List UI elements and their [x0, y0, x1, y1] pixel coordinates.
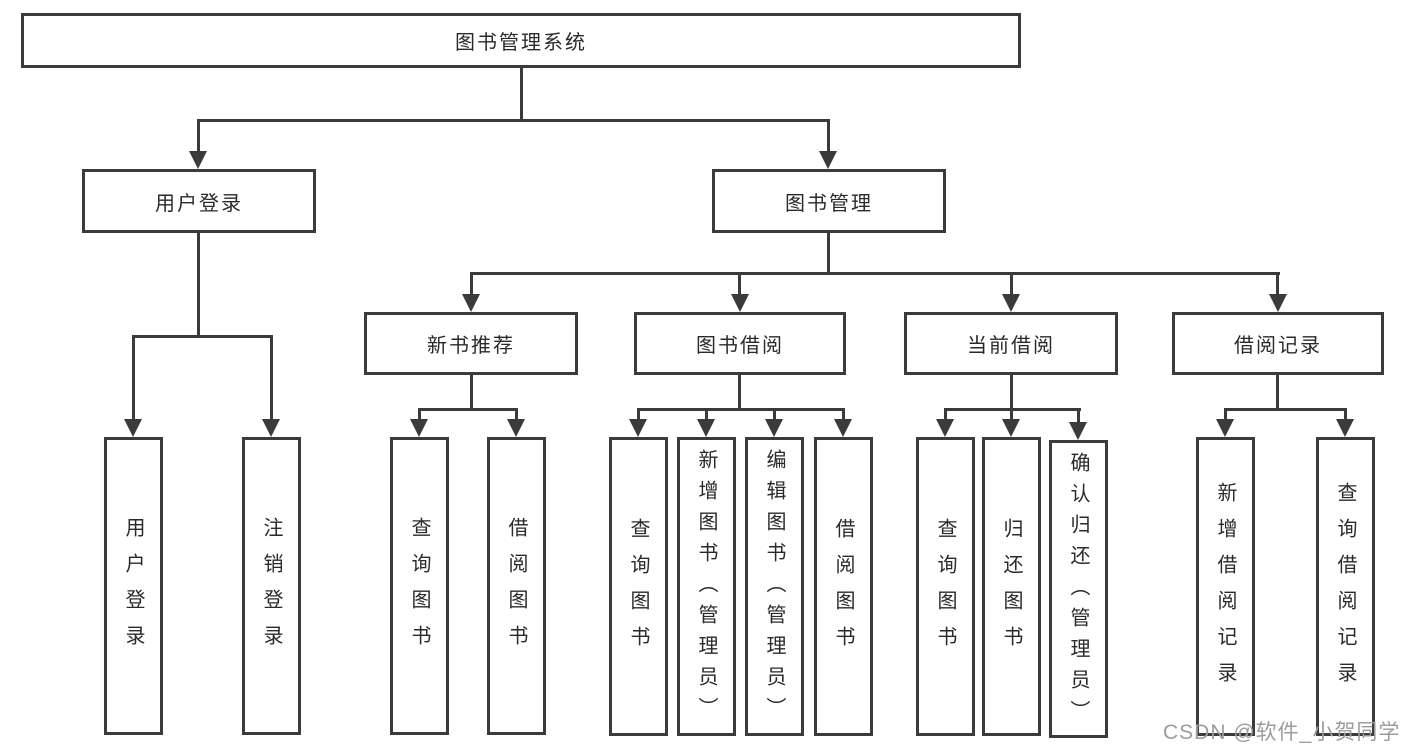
leaf-query-books-current: 查询图书 [916, 437, 975, 736]
arrow-down-icon [819, 151, 837, 169]
connector-line [738, 272, 741, 298]
connector-line [1344, 408, 1347, 422]
connector-line [197, 233, 200, 335]
arrow-down-icon [462, 294, 480, 312]
arrow-down-icon [936, 419, 954, 437]
leaf-add-borrow-record: 新增借阅记录 [1196, 437, 1255, 736]
node-book-borrow: 图书借阅 [634, 312, 846, 375]
arrow-down-icon [629, 419, 647, 437]
connector-line [1276, 272, 1279, 298]
connector-line [132, 335, 273, 338]
arrow-down-icon [124, 419, 142, 437]
arrow-down-icon [765, 419, 783, 437]
connector-line [637, 408, 640, 422]
leaf-logout: 注销登录 [242, 437, 301, 735]
leaf-borrow-books: 借阅图书 [814, 437, 873, 736]
arrow-down-icon [834, 419, 852, 437]
connector-line [470, 272, 1280, 275]
leaf-query-borrow-record: 查询借阅记录 [1316, 437, 1375, 736]
leaf-query-books-recommend: 查询图书 [390, 437, 449, 735]
connector-line [637, 408, 845, 411]
node-borrow-records: 借阅记录 [1172, 312, 1384, 375]
connector-line [197, 119, 830, 122]
node-book-management-module: 图书管理 [712, 169, 946, 233]
connector-line [1010, 408, 1013, 422]
connector-line [418, 408, 421, 422]
leaf-user-login: 用户登录 [104, 437, 163, 735]
arrow-down-icon [1269, 294, 1287, 312]
connector-line [515, 408, 518, 422]
leaf-return-books: 归还图书 [982, 437, 1041, 736]
connector-line [827, 233, 830, 272]
connector-line [1077, 408, 1080, 425]
arrow-down-icon [697, 419, 715, 437]
connector-line [418, 408, 518, 411]
connector-line [944, 408, 947, 422]
arrow-down-icon [1216, 419, 1234, 437]
arrow-down-icon [507, 419, 525, 437]
node-new-book-recommend: 新书推荐 [364, 312, 578, 375]
arrow-down-icon [189, 151, 207, 169]
connector-line [1224, 408, 1347, 411]
connector-line [270, 335, 273, 421]
connector-line [470, 272, 473, 298]
node-library-management-system: 图书管理系统 [21, 13, 1021, 68]
connector-line [1224, 408, 1227, 422]
connector-line [738, 375, 741, 408]
leaf-edit-books-admin: 编辑图书（管理员） [745, 437, 804, 736]
arrow-down-icon [1336, 419, 1354, 437]
watermark-csdn: CSDN @软件_小贺同学 [1163, 721, 1401, 744]
leaf-add-books-admin: 新增图书（管理员） [677, 437, 736, 736]
connector-line [1010, 272, 1013, 298]
node-current-borrow: 当前借阅 [904, 312, 1118, 375]
leaf-query-books-borrow: 查询图书 [609, 437, 668, 736]
node-user-login-module: 用户登录 [82, 169, 316, 233]
connector-line [132, 335, 135, 421]
connector-line [520, 67, 523, 119]
connector-line [1010, 375, 1013, 408]
arrow-down-icon [731, 294, 749, 312]
connector-line [470, 375, 473, 408]
connector-line [773, 408, 776, 422]
arrow-down-icon [1002, 419, 1020, 437]
connector-line [197, 119, 200, 153]
arrow-down-icon [262, 419, 280, 437]
connector-line [827, 119, 830, 153]
arrow-down-icon [410, 419, 428, 437]
connector-line [842, 408, 845, 422]
leaf-confirm-return-admin: 确认归还（管理员） [1049, 440, 1108, 738]
leaf-borrow-books-recommend: 借阅图书 [487, 437, 546, 735]
arrow-down-icon [1069, 422, 1087, 440]
arrow-down-icon [1002, 294, 1020, 312]
connector-line [1276, 375, 1279, 408]
connector-line [705, 408, 708, 422]
